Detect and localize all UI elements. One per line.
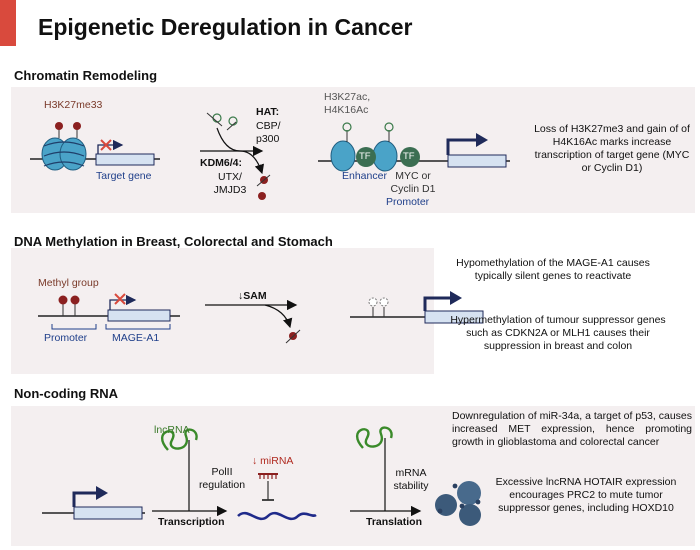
methyl-icon: [258, 192, 266, 200]
kdm-label: KDM6/4:: [200, 157, 243, 169]
ncrna-gene: [42, 486, 145, 520]
hypermethylation-description: Hypermethylation of tumour suppressor ge…: [450, 314, 666, 352]
tf-label-2: TF: [403, 151, 415, 162]
target-gene-label: Target gene: [96, 170, 152, 182]
protein-cluster-icon: [435, 481, 481, 526]
chromatin-right-gene: [318, 122, 510, 172]
tf-label-1: TF: [359, 151, 371, 162]
kdm-enzymes-label: UTX/ JMJD3: [213, 171, 247, 196]
lncrna-squiggle-icon: [355, 426, 393, 449]
hotair-description: Excessive lncRNA HOTAIR expression encou…: [495, 476, 677, 514]
nucleosome-icon: [372, 140, 398, 172]
sam-label: ↓SAM: [238, 290, 267, 302]
h3k27ac-label: H3K27ac, H4K16Ac: [324, 91, 371, 116]
section-title-chromatin: Chromatin Remodeling: [14, 68, 158, 83]
chromatin-left-gene: [30, 122, 160, 171]
myc-label: MYC or Cyclin D1: [390, 170, 436, 195]
chromatin-enzyme-arrow: [200, 112, 271, 200]
nucleosome-icon: [330, 140, 356, 172]
transcription-label: Transcription: [158, 516, 225, 528]
mirna-icon: [258, 473, 278, 501]
lncrna-label: lncRNA: [154, 424, 190, 436]
page-title: Epigenetic Deregulation in Cancer: [38, 14, 413, 40]
enhancer-label: Enhancer: [342, 170, 387, 182]
mirna-label: ↓ miRNA: [252, 455, 294, 467]
ncrna-panel: [11, 406, 695, 546]
mrna-wave-icon: [237, 511, 317, 521]
methylated-gene: [38, 293, 180, 330]
mir34a-description: Downregulation of miR-34a, a target of p…: [452, 410, 692, 448]
hypomethylation-description: Hypomethylation of the MAGE-A1 causes ty…: [456, 257, 650, 282]
lncrna-squiggle-icon: [160, 428, 198, 451]
hat-label: HAT:: [256, 106, 280, 118]
blocked-x-icon: [100, 139, 112, 151]
tf-icon: [400, 147, 420, 167]
translation-label: Translation: [366, 516, 423, 528]
sam-arrow: [205, 299, 301, 344]
methyl-icon: [73, 122, 81, 130]
methyl-icon: [55, 122, 63, 130]
promoter-label: Promoter: [386, 196, 430, 208]
promoter-label: Promoter: [44, 332, 88, 344]
methyl-icon: [58, 295, 68, 305]
section-title-ncrna: Non-coding RNA: [14, 386, 118, 401]
dna-methylation-panel: [11, 248, 434, 374]
h3k27me3-label: H3K27me33: [44, 99, 103, 111]
hat-enzymes-label: CBP/ p300: [256, 120, 281, 145]
tf-icon: [356, 147, 376, 167]
mage-a1-label: MAGE-A1: [112, 332, 160, 344]
blocked-x-icon: [114, 293, 126, 305]
demethylated-gene: [350, 291, 484, 324]
methyl-group-label: Methyl group: [38, 277, 99, 289]
methyl-icon: [70, 295, 80, 305]
chromatin-description: Loss of H3K27me3 and gain of of H4K16Ac …: [534, 123, 690, 174]
title-accent-bar: [0, 0, 16, 46]
polii-regulation-label: PolII regulation: [198, 466, 246, 491]
mrna-stability-label: mRNA stability: [393, 467, 429, 492]
